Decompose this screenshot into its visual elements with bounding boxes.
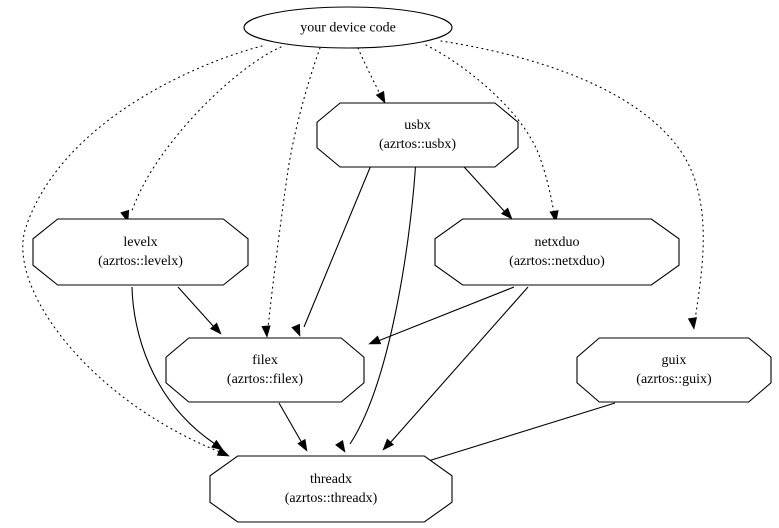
edge-arrowhead	[216, 447, 230, 457]
edge-path	[424, 402, 616, 463]
edge-path	[357, 47, 381, 95]
node-levelx[interactable]: levelx(azrtos::levelx)	[32, 218, 249, 286]
node-octagon-shape[interactable]	[32, 218, 249, 286]
edge-guix-to-threadx	[415, 402, 616, 467]
node-octagon-shape[interactable]	[165, 337, 365, 403]
edge-usbx-to-netxduo	[455, 157, 513, 220]
edge-device-to-usbx	[357, 47, 386, 104]
edge-path	[349, 157, 417, 445]
edge-path	[22, 45, 263, 453]
edge-arrowhead	[291, 323, 301, 337]
edge-netxduo-to-threadx	[382, 286, 529, 451]
edge-arrowhead	[368, 335, 382, 345]
edge-path	[177, 286, 215, 328]
edge-arrowhead	[500, 207, 513, 220]
node-filex[interactable]: filex(azrtos::filex)	[165, 337, 365, 403]
edge-path	[440, 40, 704, 321]
node-octagon-shape[interactable]	[316, 102, 519, 168]
edge-path	[377, 286, 515, 342]
edge-arrowhead	[335, 439, 346, 453]
edge-path	[278, 402, 303, 444]
edge-arrowhead	[375, 90, 386, 104]
edge-device-to-threadx	[22, 45, 263, 457]
edge-arrowhead	[261, 325, 271, 338]
node-octagon-shape[interactable]	[209, 455, 453, 523]
edge-device-to-levelx	[120, 46, 282, 223]
node-usbx[interactable]: usbx(azrtos::usbx)	[316, 102, 519, 168]
edge-device-to-filex	[261, 47, 321, 338]
edge-arrowhead	[211, 439, 224, 451]
node-threadx[interactable]: threadx(azrtos::threadx)	[209, 455, 453, 523]
edge-arrowhead	[297, 438, 308, 452]
edges-layer	[22, 40, 704, 467]
node-device[interactable]: your device code	[243, 6, 453, 49]
edge-usbx-to-filex	[291, 157, 375, 337]
nodes-layer: your device codeusbx(azrtos::usbx)levelx…	[32, 6, 772, 523]
edge-arrowhead	[382, 438, 395, 451]
edge-levelx-to-filex	[177, 286, 222, 335]
edge-path	[131, 286, 216, 445]
edge-arrowhead	[209, 322, 222, 335]
edge-arrowhead	[687, 317, 698, 330]
node-guix[interactable]: guix(azrtos::guix)	[576, 337, 772, 403]
node-octagon-shape[interactable]	[434, 218, 680, 286]
edge-usbx-to-threadx	[335, 157, 417, 453]
edge-path	[389, 286, 529, 444]
node-octagon-shape[interactable]	[576, 337, 772, 403]
node-ellipse-shape[interactable]	[243, 6, 453, 49]
node-netxduo[interactable]: netxduo(azrtos::netxduo)	[434, 218, 680, 286]
edge-device-to-guix	[440, 40, 704, 330]
edge-netxduo-to-filex	[368, 286, 515, 345]
edge-levelx-to-threadx	[131, 286, 224, 451]
edge-path	[303, 157, 375, 328]
edge-filex-to-threadx	[278, 402, 308, 452]
edge-path	[267, 47, 321, 329]
edge-path	[130, 46, 282, 214]
edge-path	[425, 44, 555, 214]
